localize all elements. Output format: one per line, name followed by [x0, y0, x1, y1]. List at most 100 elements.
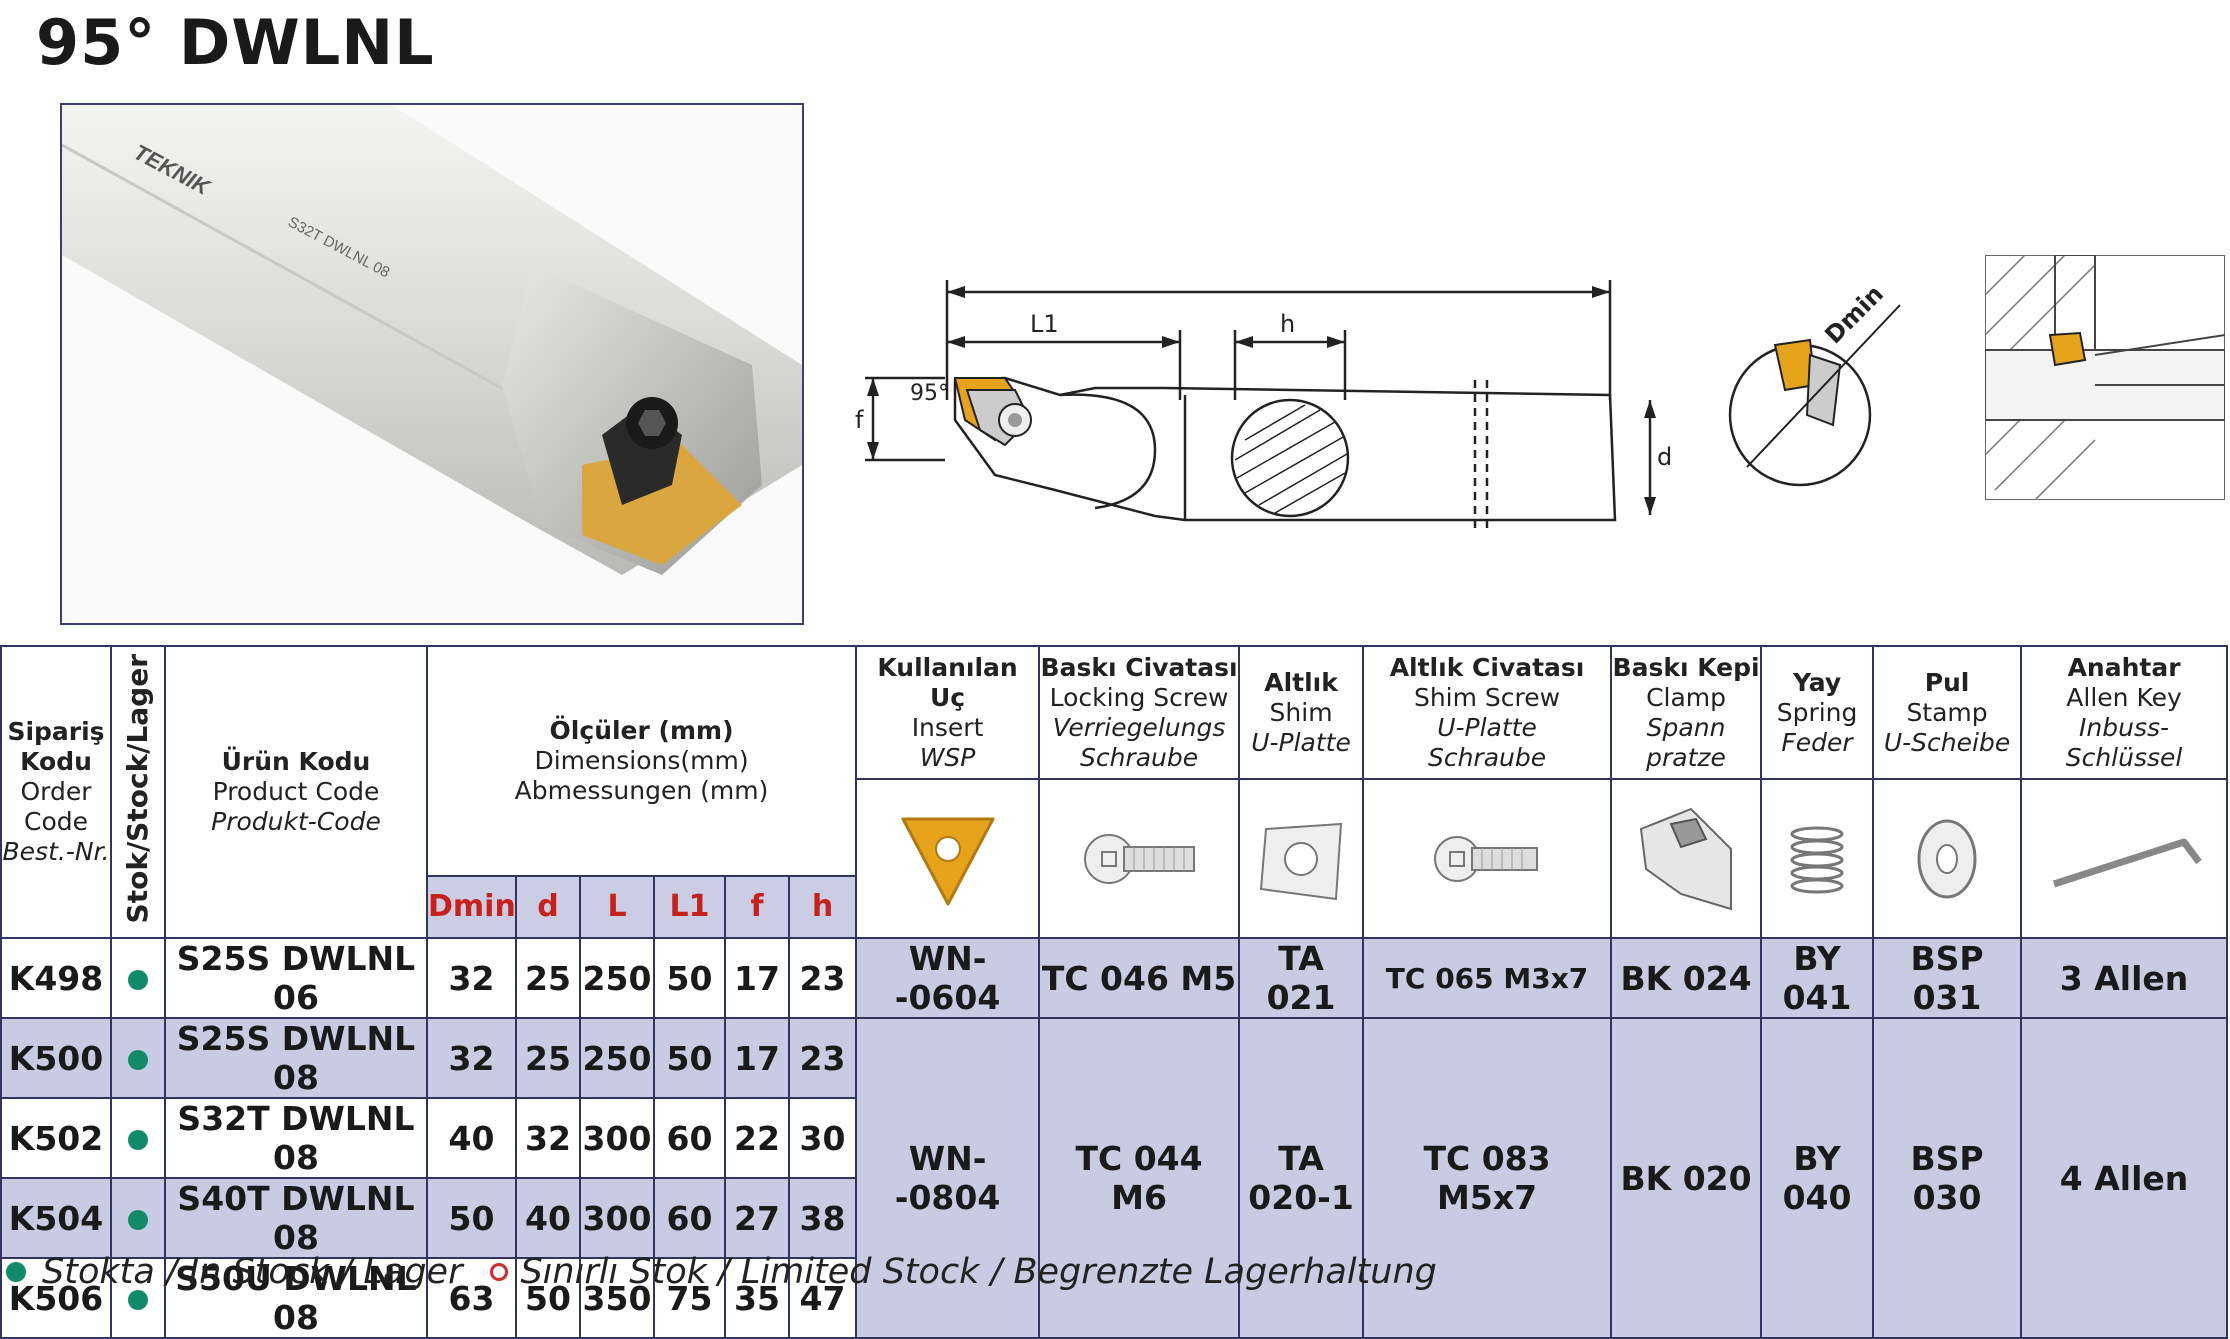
dim-value: 300 [579, 1097, 655, 1179]
dim-value: 23 [787, 937, 858, 1019]
product-code: S25S DWLNL 08 [164, 1017, 428, 1099]
dim-value: 47 [787, 1257, 858, 1339]
dmin-diagram: Dmin [1728, 285, 1901, 487]
insert-icon [855, 778, 1041, 939]
order-code: K500 [0, 1017, 112, 1099]
dim-value: 60 [653, 1097, 726, 1179]
clamp-code: BK 024 [1610, 937, 1763, 1019]
tool-dimension-diagram: L1 h 95° f d [855, 280, 1672, 530]
dim-value: 50 [426, 1177, 517, 1259]
dim-value: 32 [515, 1097, 581, 1179]
dim-value: 300 [579, 1177, 655, 1259]
table-row: K500 S25S DWLNL 08 32 25 250 50 17 23 WN… [0, 1017, 2229, 1339]
table-row: K506 S50U DWLNL 08 63 50 350 75 35 47 [0, 1257, 2227, 1339]
order-code: K504 [0, 1177, 112, 1259]
allen-key-code: 4 Allen [2020, 1017, 2229, 1339]
stamp-code: BSP 031 [1872, 937, 2023, 1019]
label-h: h [1280, 310, 1295, 338]
spring-code: BY 040 [1760, 1017, 1875, 1339]
dim-header-f: f [724, 875, 790, 939]
order-code: K502 [0, 1097, 112, 1179]
allen-key-code: 3 Allen [2020, 937, 2229, 1019]
dim-value: 40 [515, 1177, 581, 1259]
table-row: K502 S32T DWLNL 08 40 32 300 60 22 30 [0, 1097, 2227, 1179]
dim-header-l: L [579, 875, 655, 939]
shim-screw-icon [1362, 778, 1613, 939]
stock-indicator [110, 1177, 166, 1259]
legend-limited-stock: Sınırlı Stok / Limited Stock / Begrenzte… [520, 1252, 1437, 1292]
dim-value: 17 [724, 1017, 790, 1099]
dim-value: 38 [787, 1177, 858, 1259]
label-l1: L1 [1030, 310, 1059, 338]
table-row: K498 S25S DWLNL 06 32 25 250 50 17 23 WN… [0, 937, 2229, 1019]
locking-screw-code: TC 046 M5 [1038, 937, 1241, 1019]
stock-indicator [110, 1257, 166, 1339]
dim-value: 75 [653, 1257, 726, 1339]
dim-value: 30 [787, 1097, 858, 1179]
dim-value: 250 [579, 1017, 655, 1099]
in-stock-dot-icon [6, 1262, 26, 1282]
spring-code: BY 041 [1760, 937, 1875, 1019]
insert-code: WN--0604 [855, 937, 1041, 1019]
dim-value: 22 [724, 1097, 790, 1179]
order-code: K498 [0, 937, 112, 1019]
dim-value: 350 [579, 1257, 655, 1339]
shim-icon [1238, 778, 1365, 939]
stamp-code: BSP 030 [1872, 1017, 2023, 1339]
product-code: S25S DWLNL 06 [164, 937, 428, 1019]
shim-screw-code: TC 065 M3x7 [1362, 937, 1613, 1019]
order-code: K506 [0, 1257, 112, 1339]
product-photo: TEKNIK S32T DWLNL 08 [60, 103, 804, 625]
label-f: f [855, 406, 864, 434]
dim-value: 50 [653, 937, 726, 1019]
dim-value: 50 [515, 1257, 581, 1339]
insert-code: WN--0804 [855, 1017, 1041, 1339]
dim-value: 25 [515, 937, 581, 1019]
label-angle: 95° [910, 381, 949, 406]
dim-value: 60 [653, 1177, 726, 1259]
stock-indicator [110, 1017, 166, 1099]
label-d: d [1657, 443, 1672, 471]
stock-indicator [110, 937, 166, 1019]
label-dmin: Dmin [1819, 285, 1888, 349]
dim-value: 40 [426, 1097, 517, 1179]
dim-value: 35 [724, 1257, 790, 1339]
dim-header-dmin: Dmin [426, 875, 517, 939]
allen-key-icon [2020, 778, 2229, 939]
header-stock: Stok/Stock/Lager [110, 645, 166, 939]
dim-value: 25 [515, 1017, 581, 1099]
product-code: S32T DWLNL 08 [164, 1097, 428, 1179]
dim-header-d: d [515, 875, 581, 939]
dim-value: 250 [579, 937, 655, 1019]
page-title: 95° DWLNL [36, 6, 435, 79]
dim-value: 50 [653, 1017, 726, 1099]
dim-value: 27 [724, 1177, 790, 1259]
boring-section-diagram [1985, 255, 2225, 500]
stock-indicator [110, 1097, 166, 1179]
dim-value: 17 [724, 937, 790, 1019]
dim-value: 23 [787, 1017, 858, 1099]
legend-in-stock: Stokta / In Stock / Lager [42, 1252, 463, 1292]
clamp-code: BK 020 [1610, 1017, 1763, 1339]
clamp-icon [1610, 778, 1763, 939]
dim-value: 32 [426, 937, 517, 1019]
stamp-icon [1872, 778, 2023, 939]
spring-icon [1760, 778, 1875, 939]
product-code: S40T DWLNL 08 [164, 1177, 428, 1259]
table-row: K504 S40T DWLNL 08 50 40 300 60 27 38 [0, 1177, 2227, 1259]
stock-legend: Stokta / In Stock / Lager Sınırlı Stok /… [6, 1252, 1437, 1292]
header-dimensions: Ölçüler (mm)Dimensions(mm)Abmessungen (m… [425, 645, 858, 877]
